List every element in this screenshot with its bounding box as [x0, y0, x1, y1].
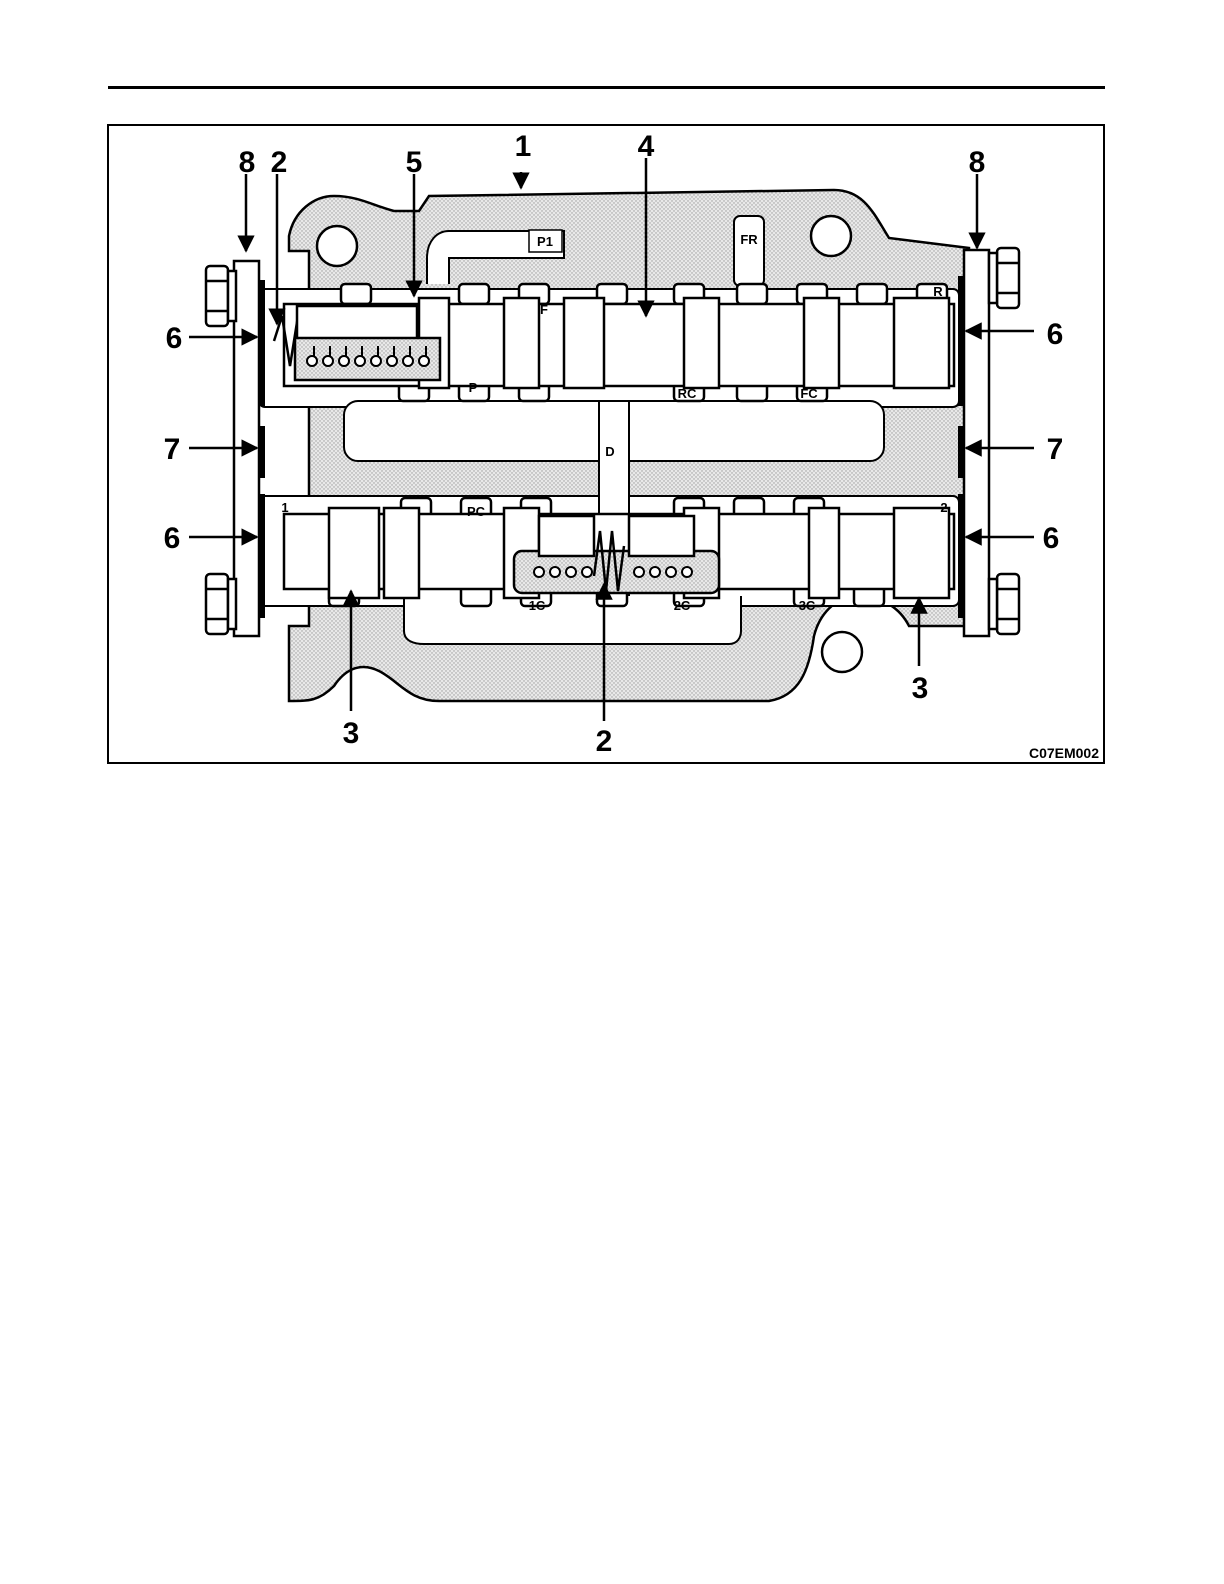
callout-spool-left: 3 — [343, 717, 360, 750]
port-label-2: 2 — [940, 500, 947, 515]
port-label-f: F — [540, 302, 548, 317]
port-label-p: P — [469, 380, 478, 395]
callout-spring-guide: 5 — [406, 146, 423, 179]
callout-end-cover-right: 8 — [969, 146, 986, 179]
port-label-r: R — [933, 284, 943, 299]
callout-seal-plate-top-left: 6 — [166, 322, 183, 355]
port-label-1: 1 — [281, 500, 288, 515]
port-label-pc: PC — [467, 504, 486, 519]
callout-end-cover-left: 8 — [239, 146, 256, 179]
callout-spring-center: 2 — [596, 725, 613, 758]
callout-gasket-right: 7 — [1047, 433, 1064, 466]
callout-seal-plate-bottom-left: 6 — [164, 522, 181, 555]
callout-directional-spool: 4 — [638, 130, 655, 163]
spring-guide — [295, 306, 440, 380]
header-rule — [108, 86, 1105, 89]
figure-frame: P1 FR F R P RC FC D 1 2 PC 1C 2C 3C 1 4 … — [107, 124, 1105, 764]
port-label-3c: 3C — [799, 598, 816, 613]
mounting-hole — [822, 632, 862, 672]
mounting-hole — [317, 226, 357, 266]
callout-seal-plate-top-right: 6 — [1047, 318, 1064, 351]
mounting-hole — [811, 216, 851, 256]
callout-housing: 1 — [515, 130, 532, 163]
port-label-2c: 2C — [674, 598, 691, 613]
callout-gasket-left: 7 — [164, 433, 181, 466]
callout-seal-plate-bottom-right: 6 — [1043, 522, 1060, 555]
port-label-rc: RC — [678, 386, 697, 401]
port-label-fc: FC — [800, 386, 818, 401]
port-label-fr: FR — [740, 232, 758, 247]
valve-body-diagram: P1 FR F R P RC FC D 1 2 PC 1C 2C 3C 1 4 … — [109, 126, 1107, 766]
port-label-p1: P1 — [537, 234, 553, 249]
callout-spool-right: 3 — [912, 672, 929, 705]
port-label-d: D — [605, 444, 614, 459]
callout-spring-left: 2 — [271, 146, 288, 179]
figure-code: C07EM002 — [1029, 745, 1099, 761]
port-label-1c: 1C — [529, 598, 546, 613]
